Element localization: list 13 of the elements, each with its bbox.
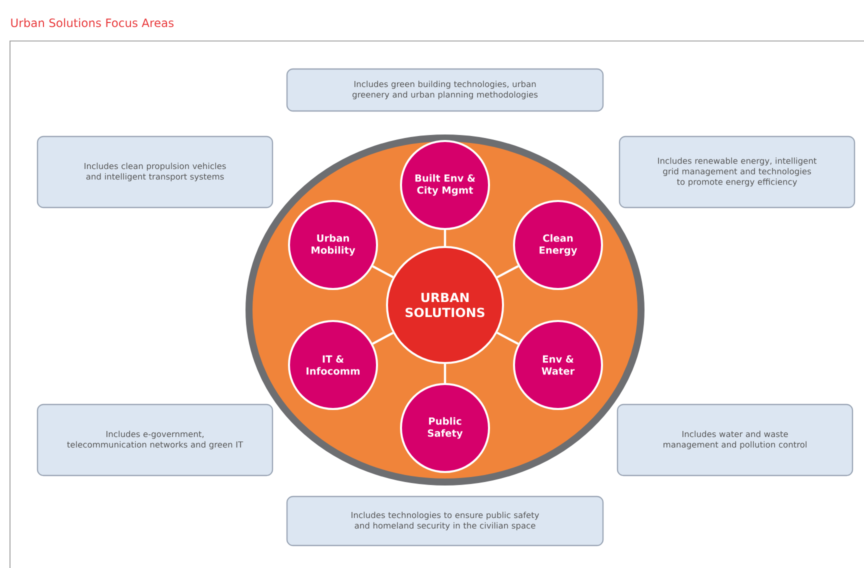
description-box: Includes clean propulsion vehicles and intelligent transport systems xyxy=(36,136,274,208)
connector-line xyxy=(496,265,519,278)
description-box: Includes technologies to ensure public safety and homeland security in the civilian space xyxy=(286,496,604,546)
description-box: Includes green building technologies, urban greenery and urban planning methodologies xyxy=(286,68,604,112)
title: Urban Solutions Focus Areas xyxy=(11,18,174,28)
description-box: Includes water and waste management and pollution control xyxy=(616,404,854,476)
connector-line xyxy=(444,364,446,383)
connector-line xyxy=(496,332,519,345)
description-box: Includes renewable energy, intelligent grid management and technologies to promote energy efficiency xyxy=(618,136,856,208)
connector-line xyxy=(372,265,394,278)
connector-line xyxy=(372,332,394,345)
connector-line xyxy=(444,230,446,246)
description-box: Includes e-government, telecommunication networks and green IT xyxy=(36,404,274,476)
